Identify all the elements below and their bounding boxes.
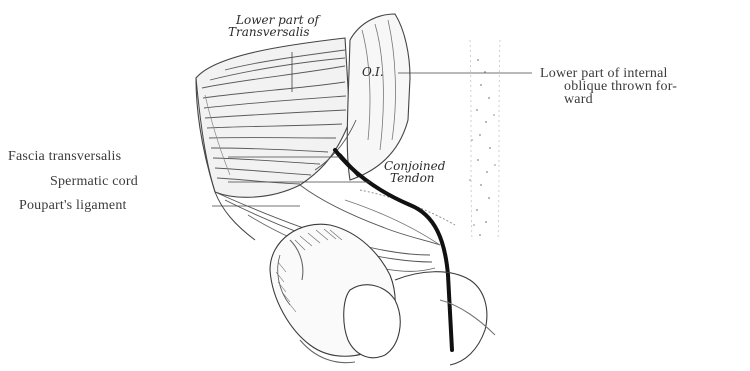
- label-pouparts-ligament: Poupart's ligament: [19, 199, 127, 213]
- annotation-conjoined-tendon-line2: Tendon: [390, 172, 445, 184]
- transversalis-muscle: [196, 38, 350, 197]
- label-internal-oblique-line3: ward: [540, 93, 677, 106]
- annotation-marker: O.I.: [362, 66, 384, 78]
- annotation-conjoined-tendon: Conjoined Tendon: [384, 160, 445, 184]
- pelvic-bone: [270, 224, 495, 365]
- annotation-lower-transversalis-line2: Transversalis: [228, 26, 319, 38]
- annotation-lower-transversalis: Lower part of Transversalis: [236, 14, 319, 38]
- label-spermatic-cord: Spermatic cord: [50, 175, 138, 189]
- aponeurosis-edge-right: [498, 40, 500, 240]
- label-internal-oblique-line2: oblique thrown for-: [540, 80, 677, 93]
- label-fascia-transversalis: Fascia transversalis: [8, 150, 121, 164]
- aponeurosis-stipple: [469, 59, 496, 236]
- label-internal-oblique: Lower part of internal oblique thrown fo…: [540, 67, 677, 106]
